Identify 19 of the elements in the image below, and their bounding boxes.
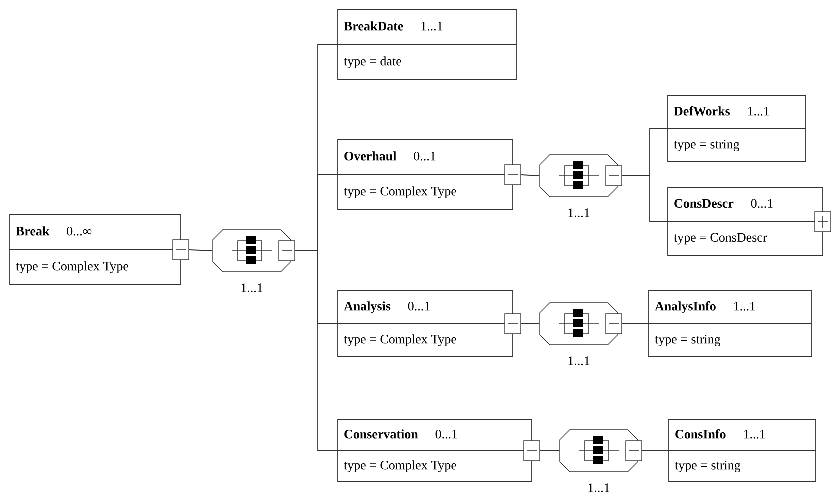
element-box: Analysis 0...1 type = Complex Type bbox=[337, 290, 514, 358]
multiplicity-label: 1...1 bbox=[242, 284, 263, 292]
connector-line bbox=[642, 450, 669, 452]
multiplicity-label: 1...1 bbox=[568, 208, 590, 218]
element-box: Overhaul 0...1 type = Complex Type bbox=[337, 140, 514, 210]
element-box: ConsInfo 1...1 type = string bbox=[668, 420, 817, 482]
element-box: BreakDate 1...1 type = date bbox=[337, 10, 518, 80]
multiplicity-label: 1...1 bbox=[588, 484, 610, 492]
multiplicity-label: 1...1 bbox=[568, 356, 590, 366]
connector-line bbox=[521, 174, 540, 176]
element-box: AnalysInfo 1...1 type = string bbox=[648, 290, 813, 358]
connector-line bbox=[622, 176, 668, 222]
connector-line bbox=[540, 450, 560, 452]
element-box: Break 0...∞ type = Complex Type bbox=[9, 214, 182, 286]
element-box: DefWorks 1...1 type = string bbox=[667, 96, 807, 162]
element-box: Conservation 0...1 type = Complex Type bbox=[337, 420, 533, 482]
connector-line bbox=[189, 250, 213, 252]
element-box: ConsDescr 0...1 type = ConsDescr bbox=[667, 188, 824, 256]
connector-line bbox=[295, 250, 338, 452]
